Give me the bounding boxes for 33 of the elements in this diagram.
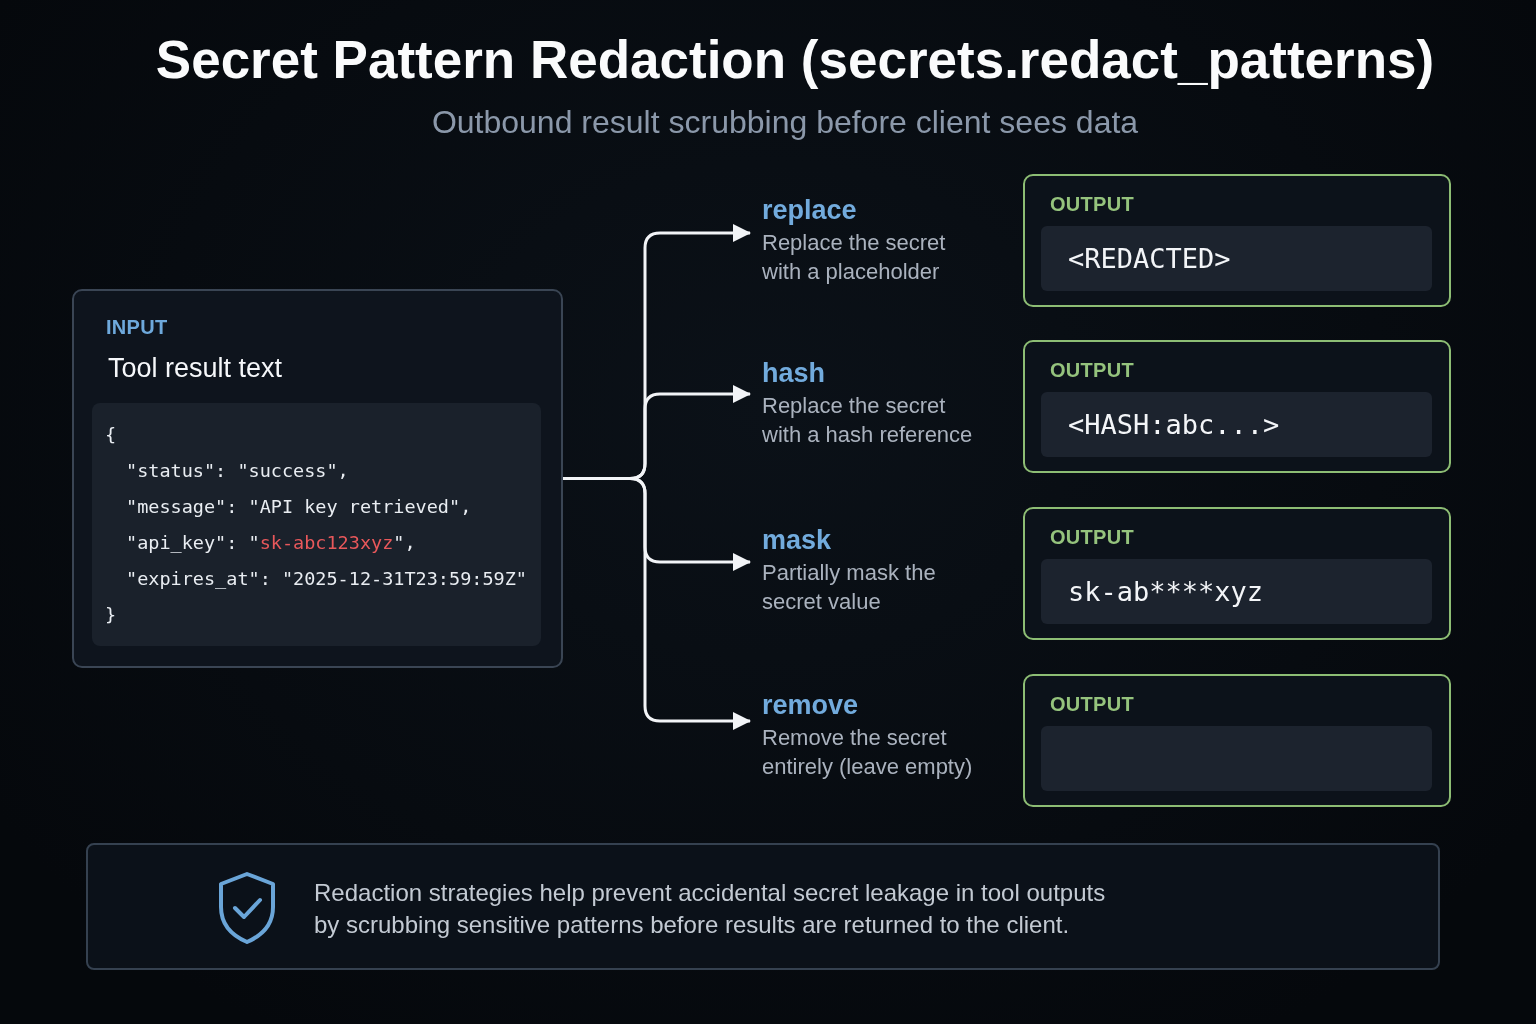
output-panel [1023,507,1451,640]
strategy-description: Replace the secret with a placeholder [762,229,947,286]
note-text: Redaction strategies help prevent accidental secret leakage in tool outputs by scrubbing sensitive patterns before results are returned to the client. [314,878,1107,940]
output-field: sk-ab****xyz [1041,559,1432,624]
note-panel [86,843,1440,970]
panel-label: OUTPUT [1050,358,1135,382]
code-line: "status": "success", [126,459,349,483]
panel-label: OUTPUT [1050,192,1135,216]
strategy-name: hash [762,357,826,390]
input-panel [72,289,563,668]
output-panel [1023,340,1451,473]
output-field: <HASH:abc...> [1041,392,1432,457]
panel-heading: Tool result text [108,352,283,385]
panel-label: OUTPUT [1050,525,1135,549]
code-line: { [105,423,117,447]
code-line: "api_key": "sk-abc123xyz", [126,531,416,555]
panel-label: INPUT [106,315,168,339]
strategy-description: Replace the secret with a hash reference [762,392,974,449]
strategy-name: remove [762,689,859,722]
output-panel [1023,174,1451,307]
strategy-description: Remove the secret entirely (leave empty) [762,724,974,781]
strategy-description: Partially mask the secret value [762,559,937,616]
arrow [563,477,751,730]
code-line: "expires_at": "2025-12-31T23:59:59Z" [126,567,527,591]
output-field: <REDACTED> [1041,226,1432,291]
title: Secret Pattern Redaction (secrets.redact_patterns) [155,29,1435,91]
panel-label: OUTPUT [1050,692,1135,716]
subtitle: Outbound result scrubbing before client sees data [431,103,1139,141]
code-line: "message": "API key retrieved", [126,495,472,519]
code-line: } [105,603,117,627]
strategy-name: replace [762,194,857,227]
output-panel [1023,674,1451,807]
strategy-name: mask [762,524,832,557]
